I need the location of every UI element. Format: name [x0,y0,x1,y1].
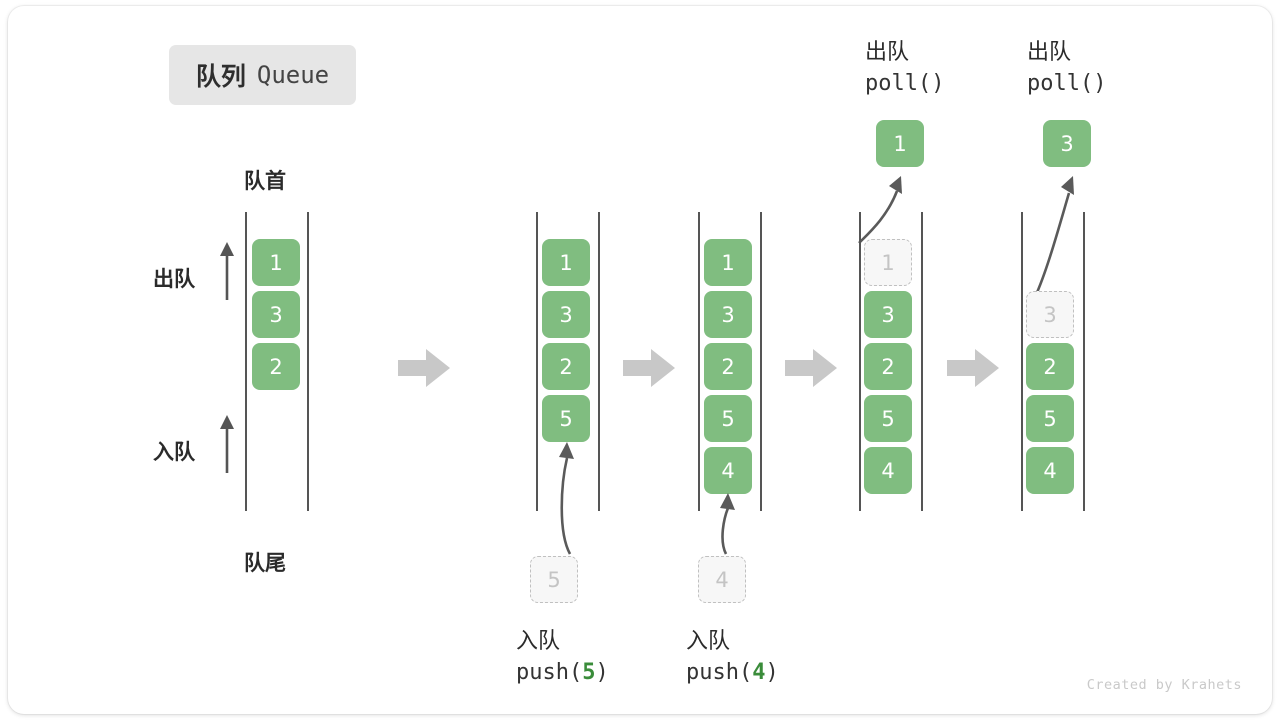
operation-label-poll-3: 出队 poll() [1027,37,1106,99]
queue-element: 2 [542,343,590,390]
queue-element: 3 [864,291,912,338]
step-separator-arrow-icon [783,346,839,390]
operation-line-2: poll() [1027,71,1107,97]
queue-rail-left [245,212,247,511]
enqueue-direction-label: 入队 [153,440,195,464]
operation-line-2: poll() [865,71,945,97]
queue-rail-left [536,212,538,511]
queue-element: 2 [704,343,752,390]
queue-element: 3 [542,291,590,338]
queue-element: 5 [542,395,590,442]
caption-close: ) [595,660,609,686]
caption-close: ) [765,660,779,686]
queue-rail-right [598,212,600,511]
step-caption-push-4: 入队 push(4) [686,626,779,688]
caption-line-1: 入队 [516,629,561,654]
queue-element: 4 [704,447,752,494]
queue-element: 1 [542,239,590,286]
dequeue-direction-label: 出队 [153,267,195,291]
step-caption-push-5: 入队 push(5) [516,626,609,688]
queue-rail-left [1021,212,1023,511]
enqueue-arrow-icon [216,413,238,475]
queue-element: 2 [864,343,912,390]
queue-rail-right [921,212,923,511]
removed-element-ghost: 1 [864,239,912,286]
operation-line-1: 出队 [865,40,910,65]
diagram-title-cn: 队列 [195,62,246,91]
removed-element-ghost: 3 [1026,291,1074,338]
queue-element: 2 [1026,343,1074,390]
diagram-title-en: Queue [256,61,330,89]
queue-element: 5 [1026,395,1074,442]
queue-element: 5 [704,395,752,442]
diagram-card: 队列 Queue 队首 队尾 出队 入队 1 3 2 1 3 [8,6,1272,714]
step-separator-arrow-icon [396,346,452,390]
queue-rail-right [760,212,762,511]
queue-element: 4 [864,447,912,494]
queue-rail-left [698,212,700,511]
queue-element: 1 [252,239,300,286]
queue-element: 2 [252,343,300,390]
queue-element: 1 [704,239,752,286]
queue-element: 4 [1026,447,1074,494]
enqueue-motion-arrow-icon [548,436,588,558]
operation-label-poll-1: 出队 poll() [865,37,944,99]
emitted-element: 3 [1043,120,1091,167]
diagram-title: 队列 Queue [169,45,356,105]
caption-line-2: push(4) [686,657,779,688]
incoming-element-ghost: 5 [530,556,578,603]
operation-line-1: 出队 [1027,40,1072,65]
caption-fn: push( [516,660,583,686]
caption-fn: push( [686,660,753,686]
queue-rail-left [859,212,861,511]
dequeue-arrow-icon [216,240,238,302]
caption-line-2: push(5) [516,657,609,688]
step-separator-arrow-icon [621,346,677,390]
queue-element: 3 [252,291,300,338]
caption-value: 4 [752,660,766,686]
queue-rail-right [307,212,309,511]
dequeue-motion-arrow-icon [1021,171,1091,301]
queue-rail-right [1083,212,1085,511]
queue-front-label: 队首 [244,169,286,193]
dequeue-motion-arrow-icon [853,171,913,249]
queue-element: 3 [704,291,752,338]
queue-rear-label: 队尾 [244,551,286,575]
emitted-element: 1 [876,120,924,167]
queue-element: 5 [864,395,912,442]
incoming-element-ghost: 4 [698,556,746,603]
caption-value: 5 [582,660,596,686]
step-separator-arrow-icon [945,346,1001,390]
enqueue-motion-arrow-icon [710,488,746,558]
caption-line-1: 入队 [686,629,731,654]
credit-text: Created by Krahets [1086,677,1242,693]
